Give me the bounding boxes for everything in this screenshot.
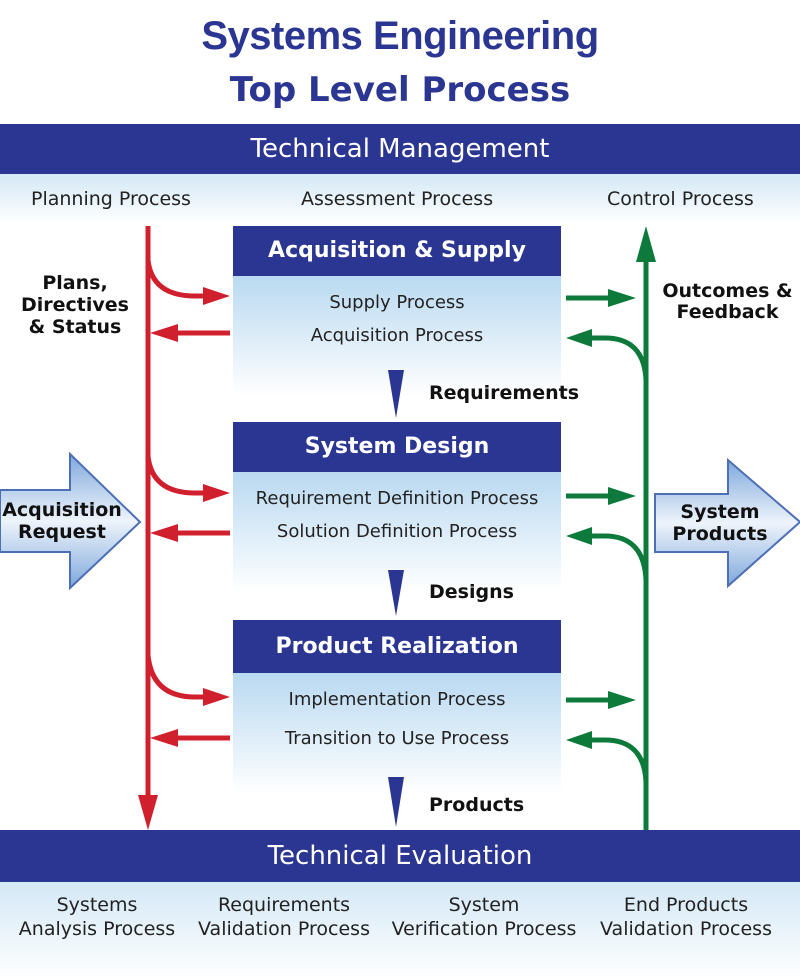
acquisition-request-line1: Acquisition bbox=[2, 499, 122, 521]
diagram-title: Systems Engineering bbox=[201, 14, 599, 58]
status-line: & Status bbox=[28, 316, 122, 338]
acquisition-process-label: Acquisition Process bbox=[310, 325, 484, 346]
control-process-label: Control Process bbox=[607, 188, 754, 210]
diagram-subtitle: Top Level Process bbox=[229, 70, 571, 110]
acquisition-request-line2: Request bbox=[18, 521, 106, 543]
system-products-line1: System bbox=[680, 501, 760, 523]
end-products-validation-process: End Products Validation Process bbox=[586, 893, 786, 941]
eval-line1: End Products bbox=[623, 894, 749, 916]
plans-directives-status-label: Plans, Directives & Status bbox=[10, 272, 140, 338]
solution-definition-process-label: Solution Definition Process bbox=[276, 521, 518, 542]
technical-management-band bbox=[0, 174, 800, 224]
technical-evaluation-band bbox=[0, 882, 800, 980]
product-realization-body bbox=[233, 673, 561, 793]
outcomes-feedback-label: Outcomes & Feedback bbox=[655, 281, 800, 323]
designs-output-label: Designs bbox=[429, 581, 514, 603]
system-products-line2: Products bbox=[672, 523, 768, 545]
systems-analysis-process: Systems Analysis Process bbox=[10, 893, 184, 941]
transition-to-use-process-label: Transition to Use Process bbox=[284, 728, 510, 749]
control-flow-green bbox=[566, 258, 649, 830]
technical-management-bar: Technical Management bbox=[0, 124, 800, 174]
eval-line1: Systems bbox=[56, 894, 138, 916]
eval-line1: System bbox=[448, 894, 520, 916]
outcomes-line: Outcomes & bbox=[662, 280, 793, 302]
feedback-line: Feedback bbox=[676, 301, 779, 323]
eval-line1: Requirements bbox=[217, 894, 351, 916]
directives-line: Directives bbox=[21, 294, 129, 316]
implementation-process-label: Implementation Process bbox=[288, 689, 506, 710]
products-output-label: Products bbox=[429, 794, 525, 816]
system-products-arrow bbox=[654, 457, 800, 589]
planning-process-label: Planning Process bbox=[31, 188, 191, 210]
requirements-validation-process: Requirements Validation Process bbox=[186, 893, 382, 941]
assessment-process-label: Assessment Process bbox=[301, 188, 494, 210]
eval-line2: Validation Process bbox=[600, 918, 772, 940]
requirements-output-label: Requirements bbox=[429, 382, 580, 404]
system-design-header: System Design bbox=[233, 422, 561, 472]
eval-line2: Validation Process bbox=[198, 918, 370, 940]
eval-line2: Analysis Process bbox=[18, 918, 176, 940]
system-verification-process: System Verification Process bbox=[384, 893, 584, 941]
technical-evaluation-bar: Technical Evaluation bbox=[0, 830, 800, 882]
acquisition-request-label: Acquisition Request bbox=[0, 499, 124, 543]
eval-line2: Verification Process bbox=[391, 918, 577, 940]
planning-flow-red bbox=[145, 226, 230, 795]
product-realization-header: Product Realization bbox=[233, 620, 561, 673]
system-products-label: System Products bbox=[660, 501, 780, 545]
acquisition-request-arrow bbox=[0, 451, 142, 591]
acquisition-supply-header: Acquisition & Supply bbox=[233, 226, 561, 276]
plans-line: Plans, bbox=[42, 272, 108, 294]
requirement-definition-process-label: Requirement Definition Process bbox=[255, 488, 539, 509]
supply-process-label: Supply Process bbox=[329, 292, 465, 313]
